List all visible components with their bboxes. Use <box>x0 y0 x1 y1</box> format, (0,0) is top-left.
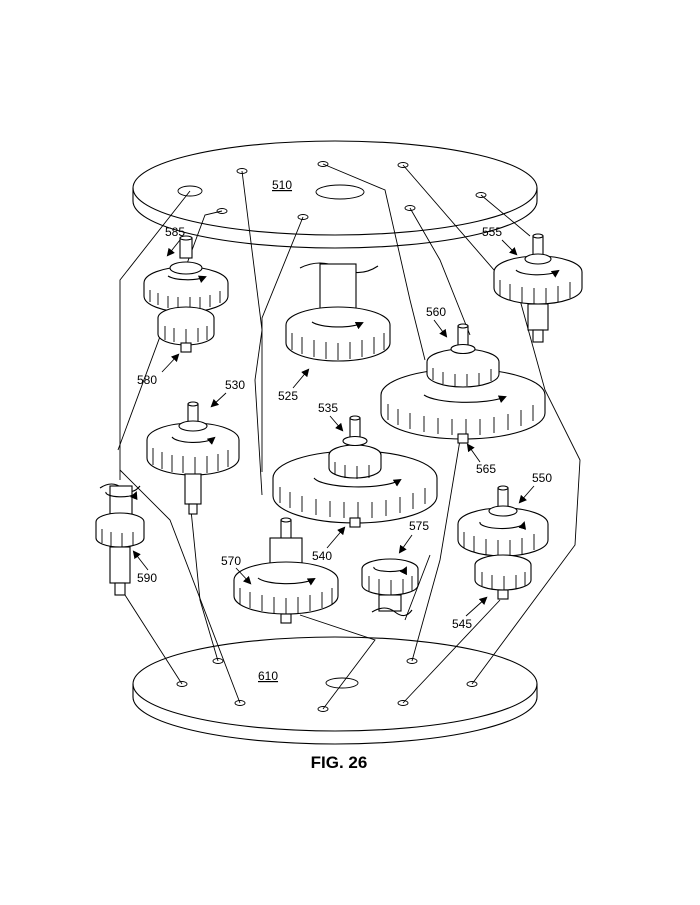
label-560: 560 <box>426 305 446 319</box>
label-545: 545 <box>452 617 472 631</box>
label-535: 535 <box>318 401 338 415</box>
label-550: 550 <box>532 471 552 485</box>
gear-530 <box>147 402 239 514</box>
label-575: 575 <box>409 519 429 533</box>
label-570: 570 <box>221 554 241 568</box>
label-530: 530 <box>225 378 245 392</box>
label-540: 540 <box>312 549 332 563</box>
gear-535 <box>329 416 381 479</box>
gear-555 <box>494 234 582 342</box>
label-565: 565 <box>476 462 496 476</box>
label-585: 585 <box>165 225 185 239</box>
gear-560 <box>427 324 499 387</box>
bottom-plate-label: 610 <box>258 669 278 683</box>
bottom-plate <box>133 637 537 744</box>
label-555: 555 <box>482 225 502 239</box>
figure-caption: FIG. 26 <box>311 753 368 772</box>
gear-585 <box>144 236 228 312</box>
label-590: 590 <box>137 571 157 585</box>
label-580: 580 <box>137 373 157 387</box>
gear-570 <box>234 518 338 623</box>
gear-545 <box>475 555 531 599</box>
top-plate <box>133 141 537 248</box>
top-plate-label: 510 <box>272 178 292 192</box>
gear-525 <box>286 263 390 361</box>
label-525: 525 <box>278 389 298 403</box>
gear-550 <box>458 486 548 556</box>
gear-580 <box>158 307 214 352</box>
